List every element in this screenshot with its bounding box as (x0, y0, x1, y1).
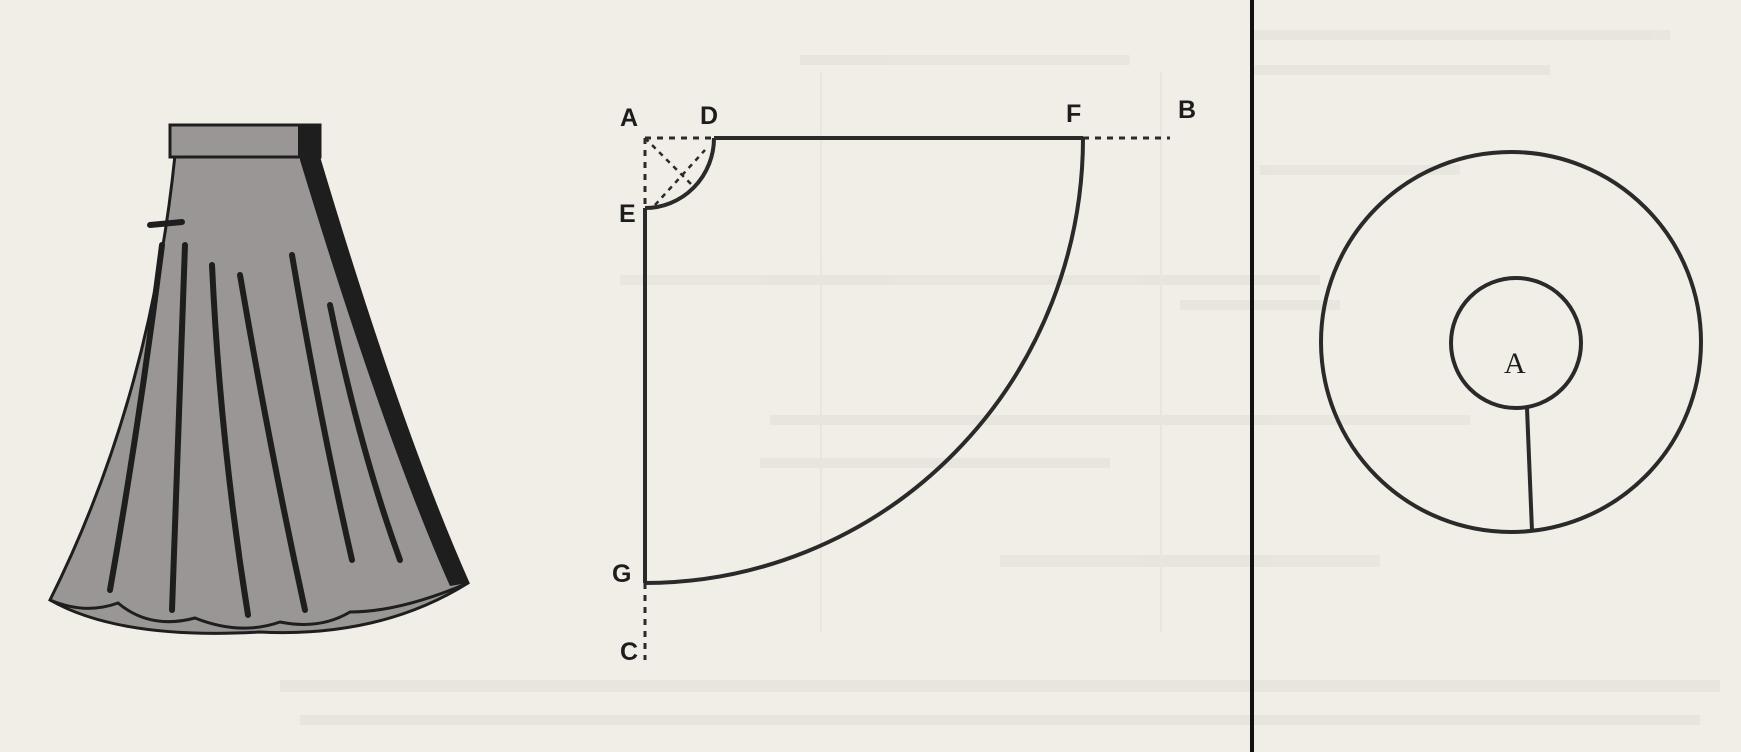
waist-curve-d-e (644, 137, 716, 210)
bleed-through-background (280, 30, 1720, 725)
outer-circle-hem (1319, 150, 1703, 534)
point-label-e: E (619, 200, 636, 228)
point-label-c: C (620, 638, 638, 666)
point-label-g: G (612, 560, 631, 588)
skirt-hem-wave (49, 581, 469, 630)
diagonal-inner (654, 149, 706, 206)
circle-center-label: A (1504, 347, 1526, 380)
point-label-b: B (1178, 96, 1196, 124)
skirt-illustration (48, 123, 470, 635)
inner-circle-waist (1449, 276, 1583, 410)
circle-skirt-diagram: A (1319, 150, 1703, 534)
point-label-d: D (700, 102, 718, 130)
point-label-f: F (1066, 100, 1081, 128)
waistband-shadow (298, 125, 320, 157)
quarter-circle-pattern: A D F B E G C (612, 96, 1196, 666)
skirt-waistband (168, 123, 322, 159)
hem-curve-f-g (644, 137, 1085, 585)
diagonal-a-waist (644, 137, 696, 189)
opening-slit-line (1525, 407, 1534, 532)
skirt-side-shadow (300, 155, 468, 586)
point-label-a: A (620, 104, 638, 132)
skirt-folds (107, 219, 403, 618)
